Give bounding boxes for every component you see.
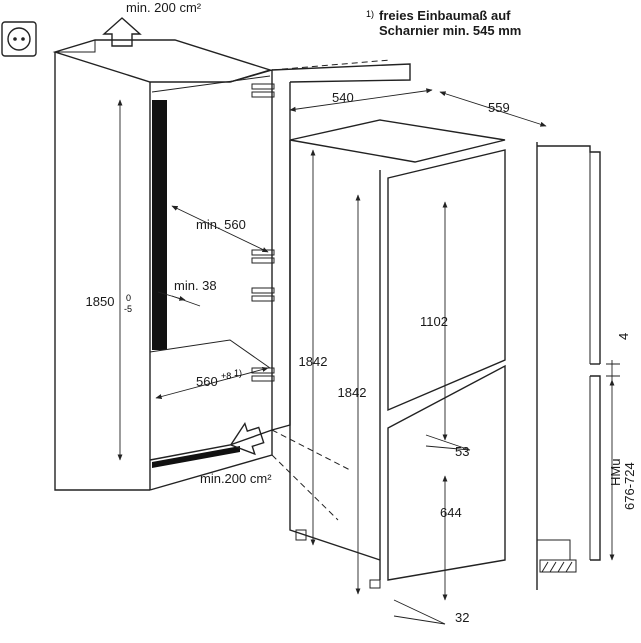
dim-540: 540 [332, 90, 354, 105]
dim-1842-a: 1842 [299, 354, 328, 369]
dim-53: 53 [455, 444, 469, 459]
cabinet-niche [52, 39, 411, 491]
dim-560-sup: +8 [221, 371, 231, 381]
dim-1850: 1850 [86, 294, 115, 309]
vent-top-arrow-icon [102, 17, 142, 47]
dim-1850-tol-bot: -5 [124, 304, 132, 314]
vent-bottom-arrow-icon [229, 421, 265, 456]
dim-4: 4 [616, 333, 631, 340]
dim-644: 644 [440, 505, 462, 520]
side-section-view [536, 142, 601, 590]
fridge-appliance [289, 119, 506, 589]
note-marker: 1) [366, 9, 374, 19]
hinge-mid-2 [251, 287, 275, 302]
dim-hmu-line1: HMu [608, 459, 623, 486]
hinge-mid-1 [251, 249, 275, 264]
hinge-bottom [251, 367, 275, 382]
vent-top-label: min. 200 cm² [126, 0, 202, 15]
dim-1850-tol-top: 0 [126, 293, 131, 303]
note-line-1: freies Einbaumaß auf [379, 8, 511, 23]
dim-min38: min. 38 [174, 278, 217, 293]
power-socket-icon [1, 21, 37, 57]
dim-1102: 1102 [420, 314, 448, 329]
dim-32: 32 [455, 610, 469, 625]
dim-hmu-line2: 676-724 [622, 462, 637, 510]
dim-560: 560 [196, 374, 218, 389]
dim-min560: min. 560 [196, 217, 246, 232]
note-line-2: Scharnier min. 545 mm [379, 23, 521, 38]
vent-bottom-label: min.200 cm² [200, 471, 272, 486]
dim-1842-b: 1842 [338, 385, 367, 400]
hinge-top [251, 83, 275, 98]
dim-560-note: 1) [234, 368, 242, 378]
dim-559: 559 [488, 100, 510, 115]
